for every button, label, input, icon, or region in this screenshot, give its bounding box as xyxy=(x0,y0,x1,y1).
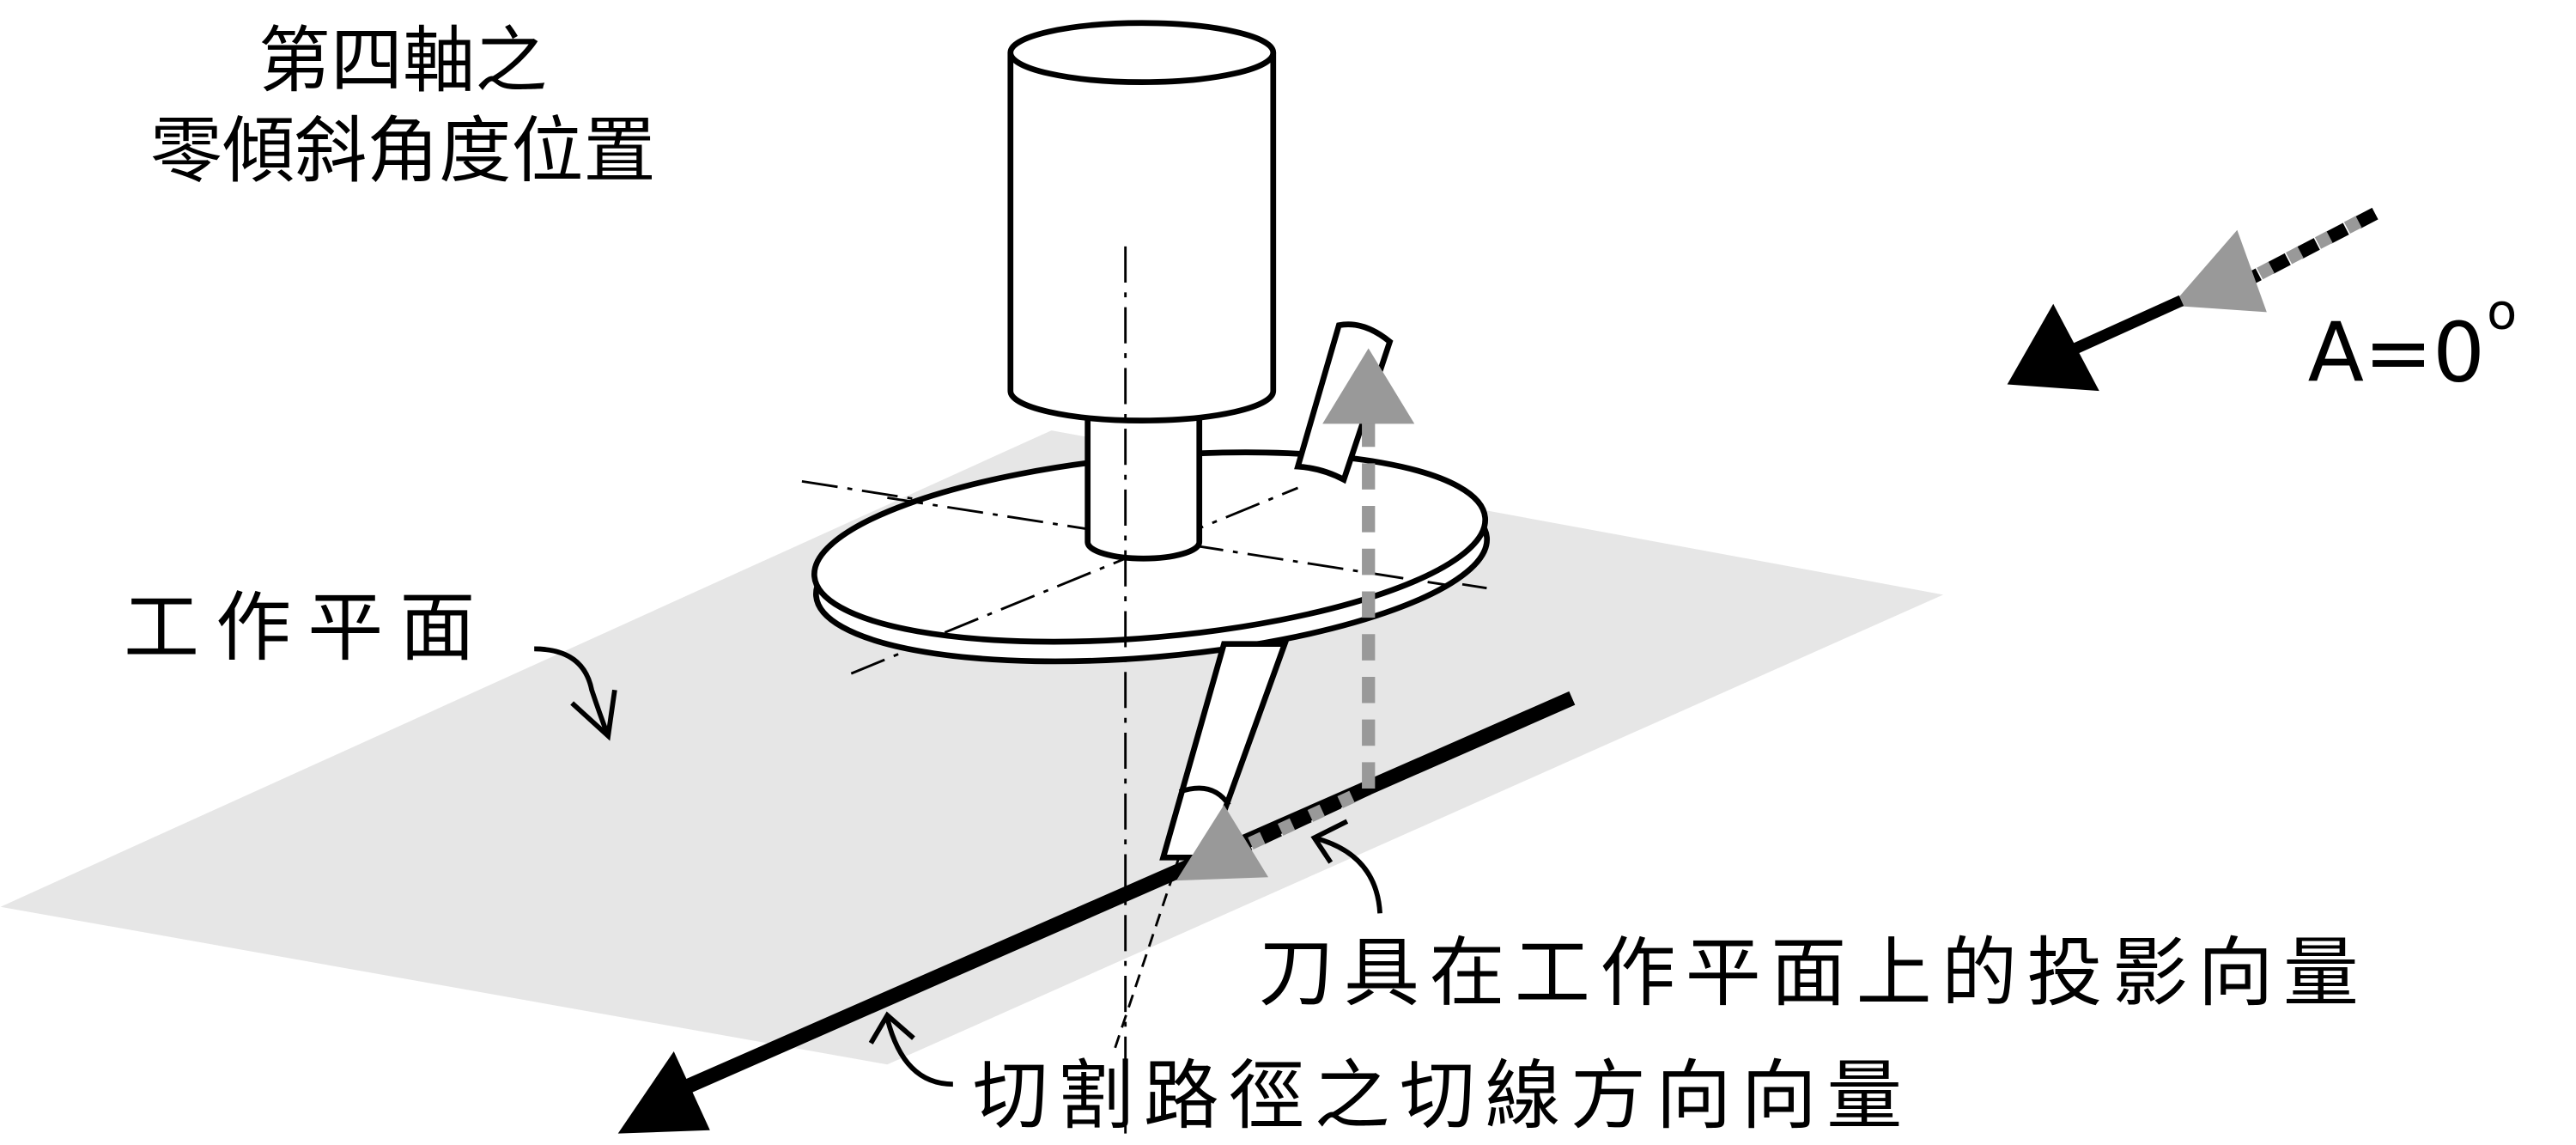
tangent-leader xyxy=(884,1018,953,1087)
angle-degree-mark: o xyxy=(2487,283,2517,340)
tangent-vector-arrowhead xyxy=(617,1051,710,1134)
projection-leader-hook xyxy=(1310,819,1349,864)
tangent-vector-label: 切割路徑之切線方向向量 xyxy=(973,1051,1912,1140)
tool-vector-arrowhead xyxy=(1322,348,1415,424)
projection-vector-line xyxy=(1245,783,1371,850)
angle-label: A=0 xyxy=(2308,305,2485,401)
zero-tilt-label-line2: 零傾斜角度位置 xyxy=(150,109,656,193)
tangent-vector-line xyxy=(671,691,1576,1099)
spindle-shaft xyxy=(1084,407,1203,562)
work-plane-leader xyxy=(534,646,611,737)
reference-black-arrowhead xyxy=(2007,303,2099,392)
projection-vector-label: 刀具在工作平面上的投影向量 xyxy=(1259,929,2369,1017)
disk-axis-line xyxy=(944,486,1299,634)
work-plane xyxy=(0,430,1944,1065)
tool-tip-curve xyxy=(1178,785,1231,807)
reference-vector-line xyxy=(2059,295,2184,361)
work-plane-leader-hook xyxy=(570,689,617,741)
tangent-leader-hook xyxy=(868,1011,915,1045)
work-plane-label: 工作平面 xyxy=(124,583,491,672)
projection-vector-arrowhead xyxy=(1176,805,1269,881)
spindle-head-cylinder xyxy=(1007,20,1277,423)
zero-tilt-label-line1: 第四軸之 xyxy=(258,18,548,102)
projection-leader xyxy=(1313,835,1382,914)
reference-gray-arrowhead xyxy=(2171,229,2267,313)
disk-axis-line xyxy=(887,496,1446,587)
